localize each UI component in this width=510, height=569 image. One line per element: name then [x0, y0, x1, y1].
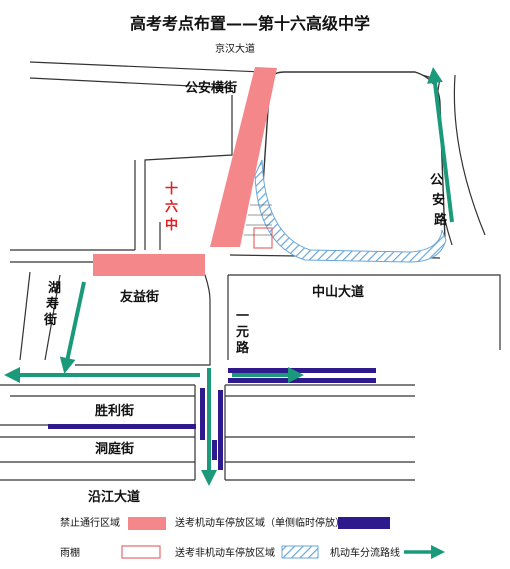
label-yiyuan-2: 元	[236, 325, 249, 340]
label-youyi: 友益街	[120, 289, 159, 305]
legend: 禁止通行区域 送考机动车停放区域（单侧临时停放） 雨棚 送考非机动车停放区域 机…	[60, 516, 445, 559]
label-yiyuan-1: 一	[236, 309, 249, 324]
label-zhongshan: 中山大道	[312, 284, 364, 300]
label-gongan-road-1: 公	[430, 173, 443, 188]
nonmotor-parking-area	[254, 159, 447, 263]
label-gongan-road-2: 安	[432, 192, 445, 208]
legend-nonmotor-swatch	[281, 545, 319, 559]
shelter-lines	[244, 204, 272, 236]
motor-routes	[4, 67, 454, 486]
label-hufang-1: 湖	[48, 281, 61, 296]
school-label-3: 中	[165, 217, 178, 233]
label-gongan-heng: 公安横街	[185, 80, 237, 96]
label-yiyuan-3: 路	[236, 340, 250, 356]
label-shengli: 胜利街	[95, 403, 134, 419]
school-label-2: 六	[165, 199, 178, 215]
no-pass-jinghan	[210, 67, 277, 247]
label-hufang-3: 街	[43, 312, 57, 328]
road-outlines	[0, 61, 501, 481]
label-dongting: 洞庭街	[95, 441, 134, 457]
school-label-1: 十	[165, 181, 178, 197]
legend-car-swatch	[338, 517, 390, 529]
legend-car-label: 送考机动车停放区域（单侧临时停放）	[175, 516, 345, 529]
map-title: 高考考点布置——第十六高级中学	[130, 14, 370, 33]
rain-shelter	[253, 227, 273, 249]
label-gongan-road-3: 路	[434, 212, 448, 228]
label-jinghan: 京汉大道	[215, 42, 255, 55]
legend-no-pass-swatch	[128, 517, 166, 530]
legend-route-label: 机动车分流路线	[330, 546, 400, 559]
school-block	[261, 71, 446, 259]
legend-nonmotor-label: 送考非机动车停放区域	[175, 546, 275, 559]
legend-no-pass-label: 禁止通行区域	[60, 516, 120, 529]
legend-shelter-label: 雨棚	[60, 546, 80, 559]
no-pass-youyi	[93, 254, 205, 276]
label-yanjiang: 沿江大道	[88, 489, 140, 505]
legend-shelter-swatch	[121, 545, 161, 559]
label-hufang-2: 寿	[46, 296, 59, 312]
